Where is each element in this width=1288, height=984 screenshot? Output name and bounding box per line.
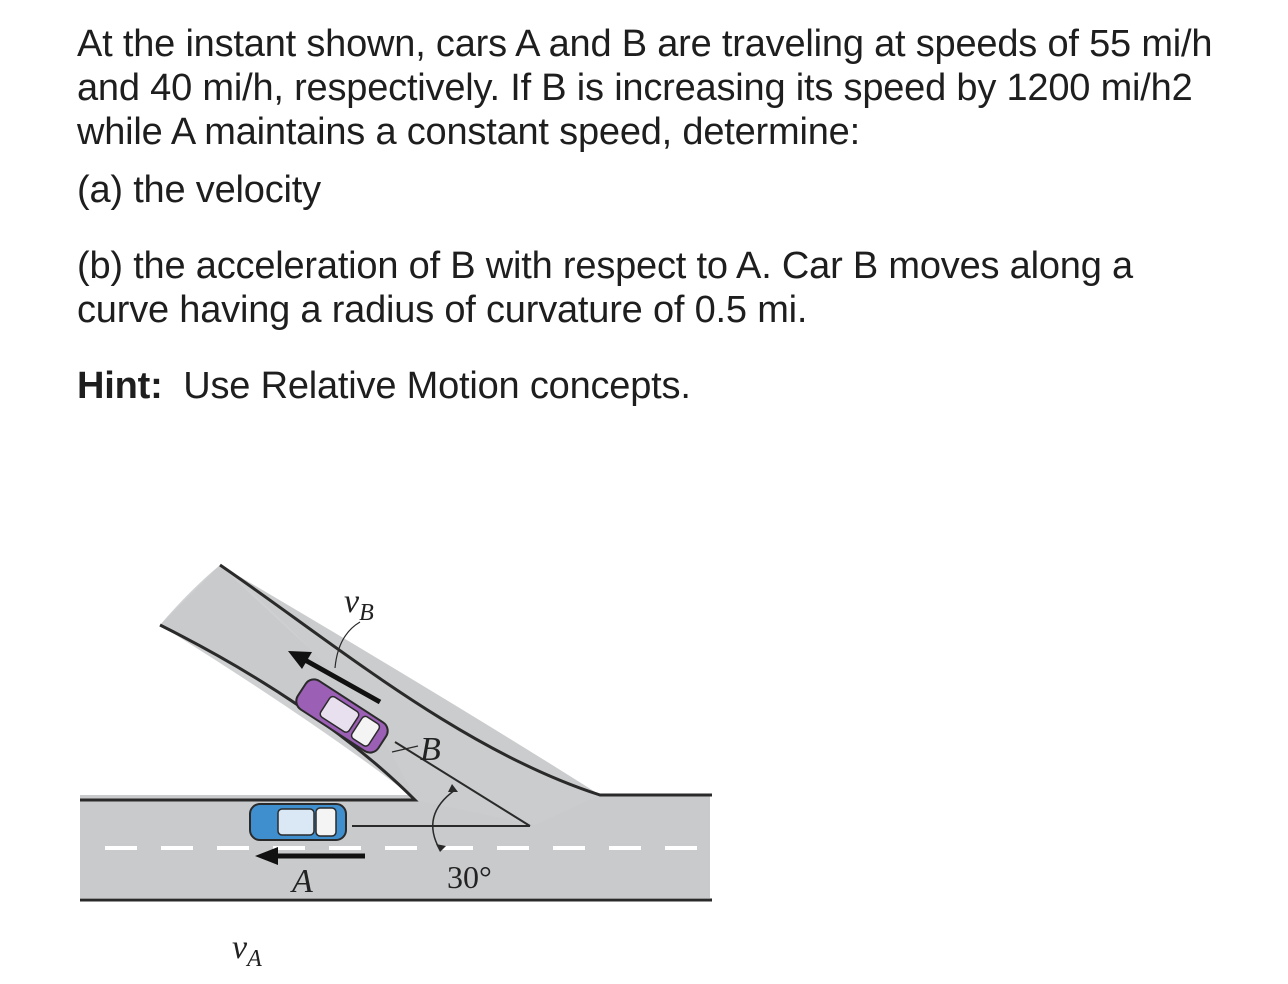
hint-label: Hint: [77,365,163,407]
vB-label: vB [344,583,374,626]
curved-road-outer-edge [219,563,712,797]
intro-text: At the instant shown, cars A and B are t… [77,23,1213,109]
vA-label: vA [232,929,262,972]
car-A-label: A [290,863,313,900]
intro-exponent: 2 [1171,67,1193,109]
problem-statement: At the instant shown, cars A and B are t… [77,22,1227,408]
angle-label: 30° [447,859,492,895]
vA-arrow-head [255,847,278,865]
vB-leader [334,621,361,669]
angle-arrow-top [448,784,458,792]
part-b: (b) the acceleration of B with respect t… [77,245,1133,331]
hint: Hint: Use Relative Motion concepts. [77,364,1227,408]
merge-wedge [220,565,600,825]
intro-text-end: while A maintains a constant speed, dete… [77,111,860,153]
angle-arc [432,789,456,851]
car-B-label: B [420,731,441,768]
problem-intro: At the instant shown, cars A and B are t… [77,22,1227,154]
car-A [249,803,347,841]
B-leader [391,745,419,753]
part-a: (a) the velocity [77,169,321,211]
car-B [295,678,389,754]
hint-text: Use Relative Motion concepts. [162,365,691,407]
vB-arrow-shaft [303,657,382,705]
vB-arrow-head [288,651,312,669]
angle-arrow-bottom [436,844,446,852]
tangent-line-B [394,741,531,827]
